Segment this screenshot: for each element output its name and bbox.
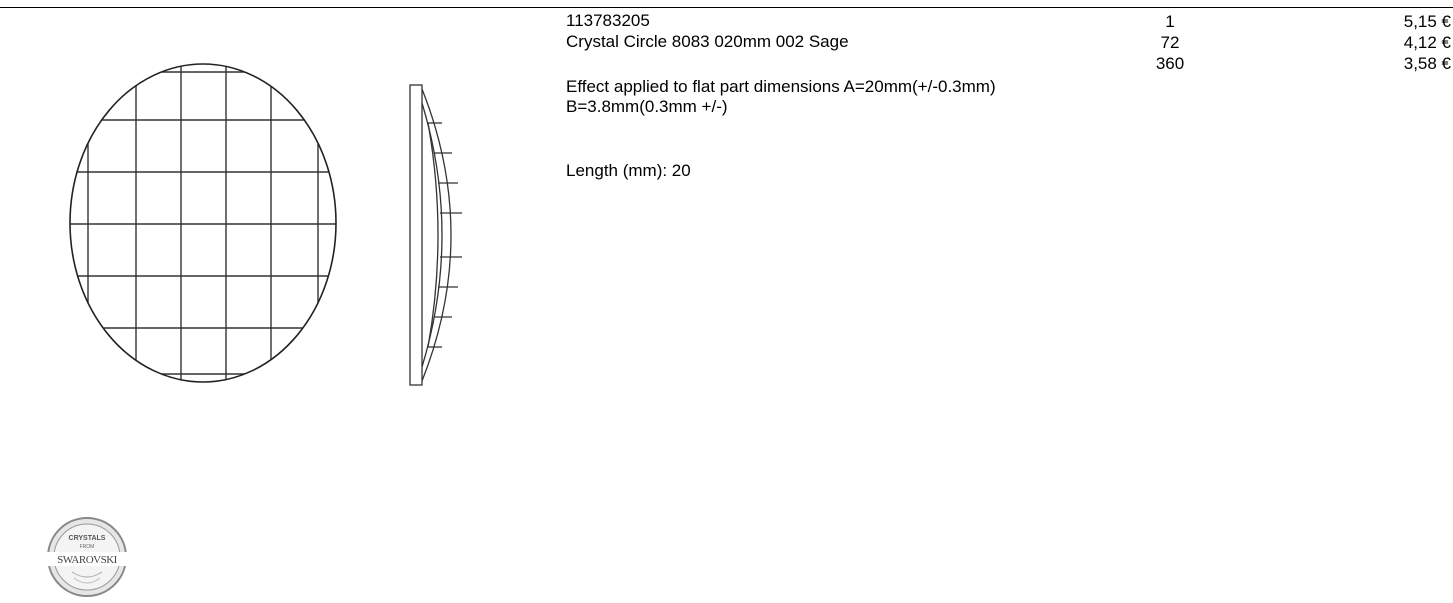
- product-sku: 113783205: [566, 11, 650, 30]
- tier-price: 3,58 €: [1403, 54, 1451, 73]
- price-tier-row: 72 4,12 €: [1080, 32, 1453, 53]
- top-rule: [0, 7, 1453, 8]
- product-length: Length (mm): 20: [566, 161, 691, 180]
- product-name: Crystal Circle 8083 020mm 002 Sage: [566, 32, 849, 51]
- circle-side-profile-icon: [409, 84, 462, 386]
- tier-quantity: 360: [1155, 54, 1185, 73]
- price-tier-table: 1 5,15 € 72 4,12 € 360 3,58 €: [1080, 11, 1453, 74]
- tier-price: 5,15 €: [1403, 12, 1451, 31]
- svg-text:FROM: FROM: [80, 544, 95, 550]
- tier-price: 4,12 €: [1403, 33, 1451, 52]
- tier-quantity: 72: [1160, 33, 1180, 52]
- price-tier-row: 1 5,15 €: [1080, 11, 1453, 32]
- svg-text:SWAROVSKI: SWAROVSKI: [57, 554, 118, 566]
- product-description: Effect applied to flat part dimensions A…: [566, 77, 996, 116]
- circle-grid-front-view-icon: [69, 63, 337, 383]
- tier-quantity: 1: [1165, 12, 1175, 31]
- swarovski-seal-logo: CRYSTALS FROM SWAROVSKI: [46, 517, 128, 597]
- svg-text:CRYSTALS: CRYSTALS: [69, 535, 106, 542]
- price-tier-row: 360 3,58 €: [1080, 53, 1453, 74]
